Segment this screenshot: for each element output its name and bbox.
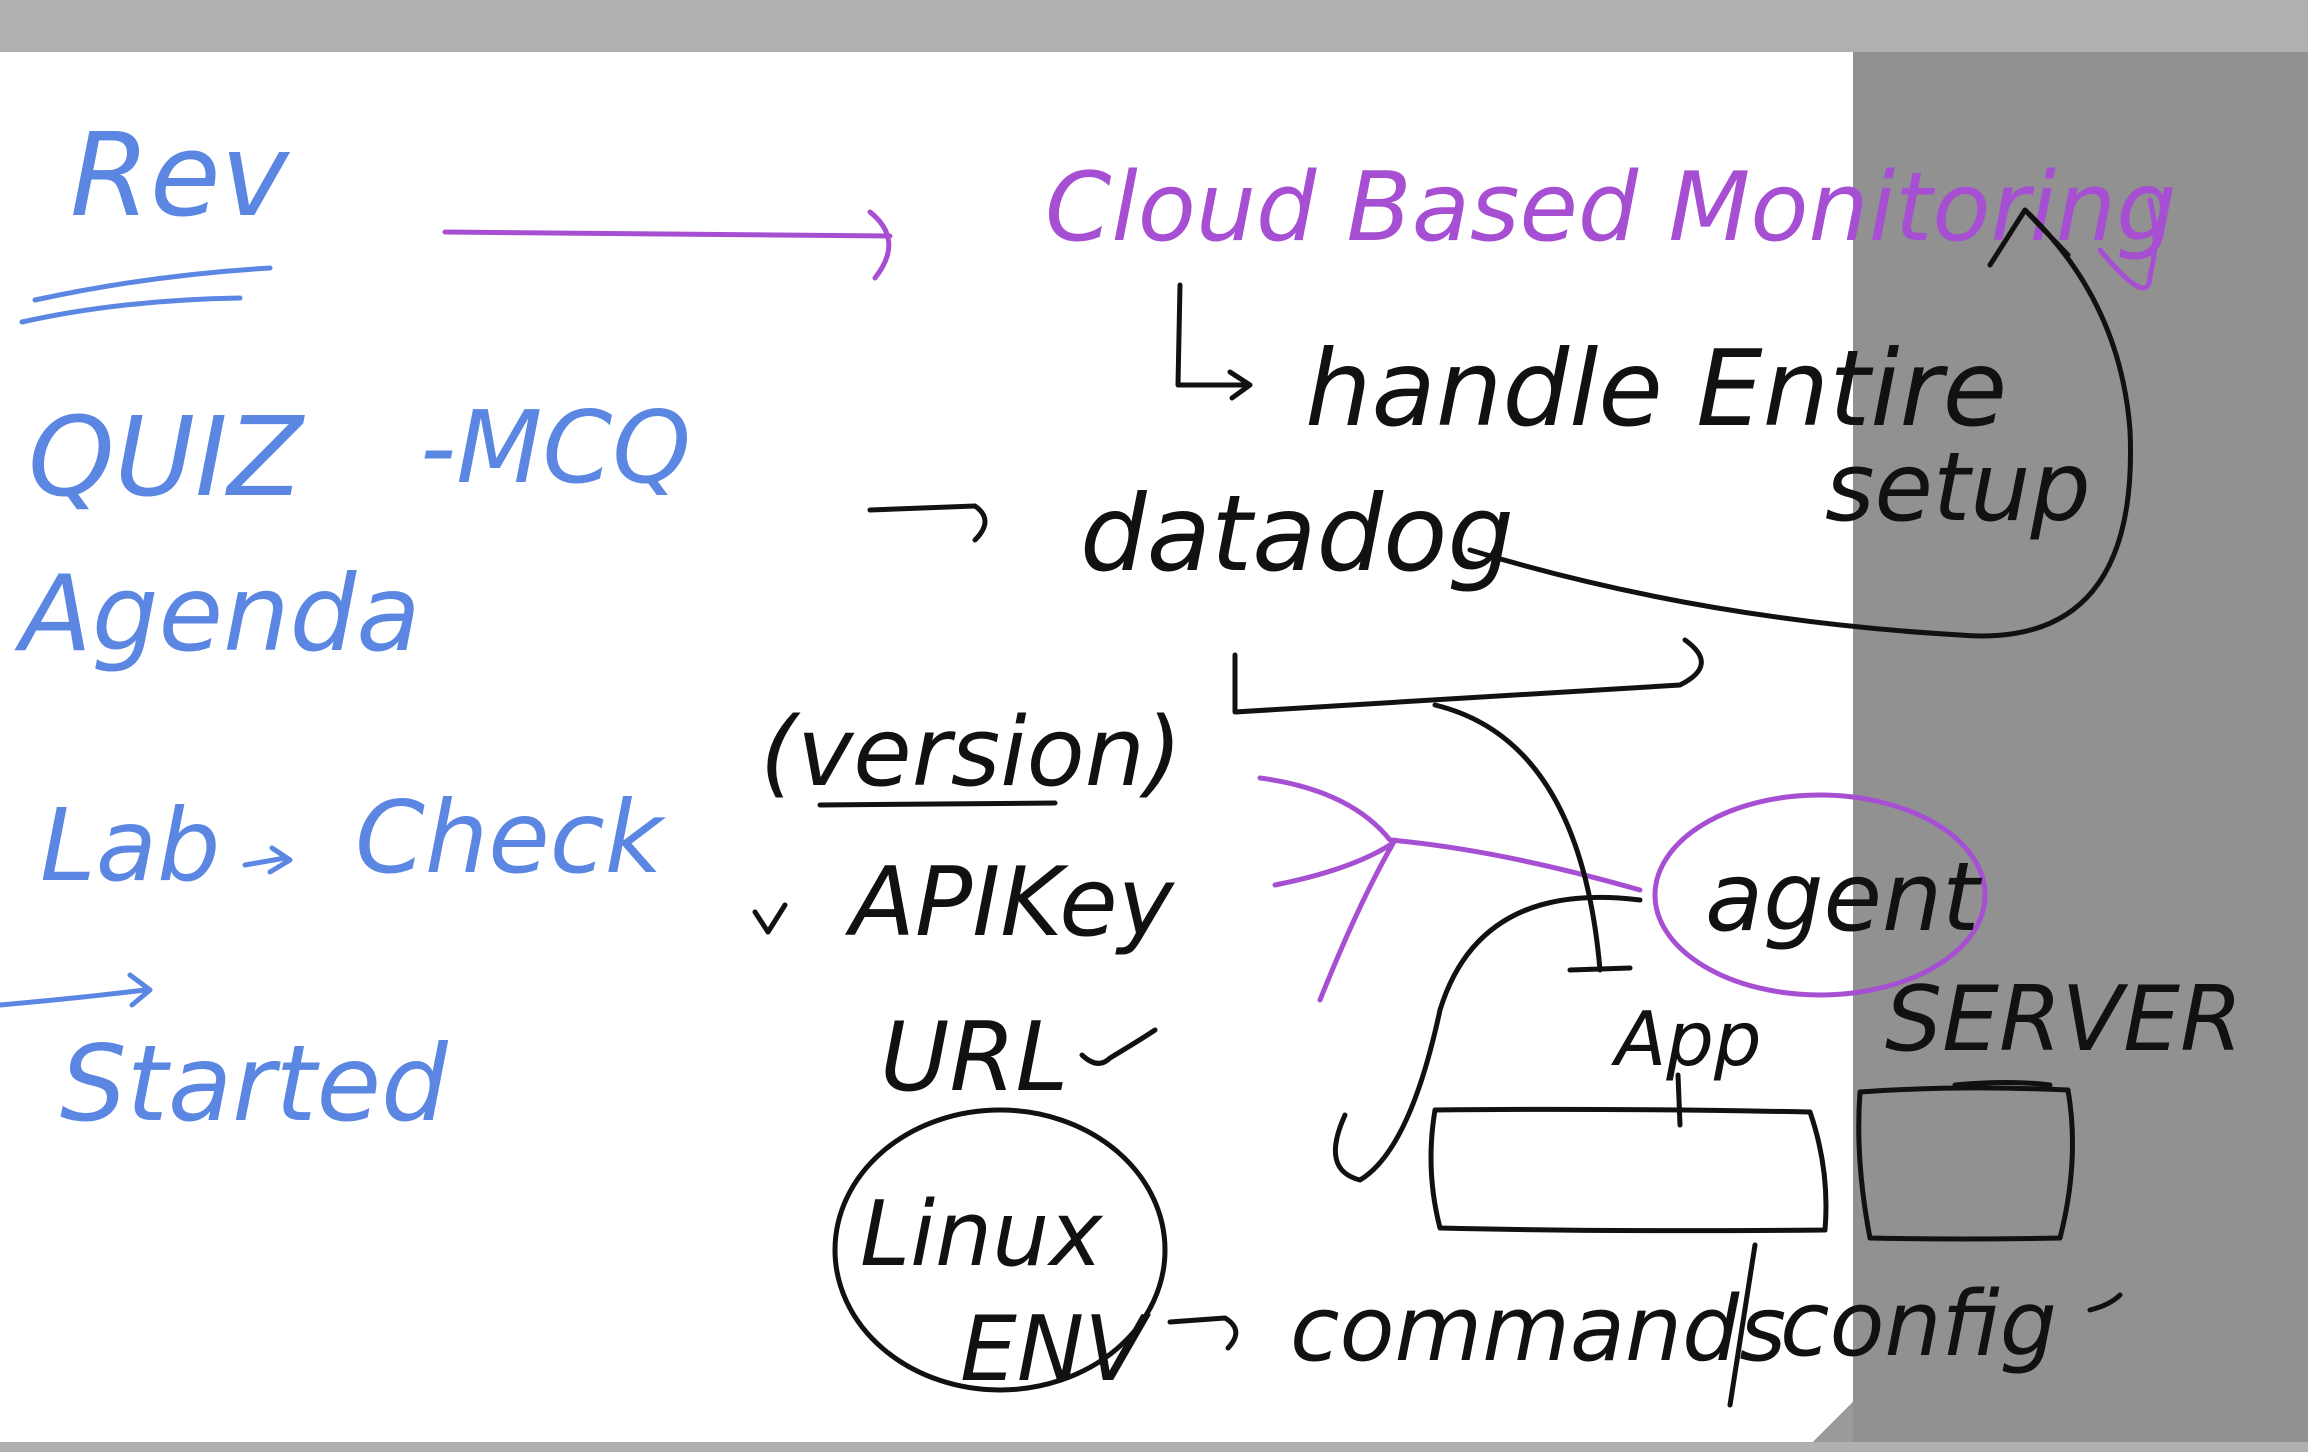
app-tick-line bbox=[1675, 1072, 1683, 1128]
note-config: config bbox=[1780, 1272, 2057, 1377]
agent-loop-curve bbox=[1332, 894, 1643, 1183]
note-cloud-based-monitoring: Cloud Based Monitoring bbox=[1045, 153, 2176, 263]
note-agenda: Agenda bbox=[14, 553, 421, 675]
datadog-bracket bbox=[1232, 637, 1704, 715]
canvas-offpage-shade bbox=[1853, 52, 2308, 1442]
rev-to-cloud-arrow bbox=[442, 209, 893, 281]
note-quiz: QUIZ bbox=[28, 393, 306, 521]
datadog-to-monitoring-curve bbox=[1467, 207, 2134, 639]
note-env: ENV bbox=[960, 1297, 1151, 1402]
env-arrow bbox=[1167, 1315, 1239, 1351]
note-datadog: datadog bbox=[1080, 473, 1514, 595]
url-tick bbox=[1079, 1027, 1158, 1066]
note-lab: Lab bbox=[40, 787, 220, 904]
rev-underline-2 bbox=[19, 295, 243, 325]
note-started: Started bbox=[60, 1023, 449, 1145]
config-tick bbox=[2087, 1292, 2123, 1313]
server-box-top bbox=[1952, 1080, 2053, 1088]
commands-config-slash bbox=[1727, 1242, 1758, 1408]
note-apikey: APIKey bbox=[844, 848, 1176, 958]
note-setup: setup bbox=[1825, 433, 2091, 543]
rev-underline-1 bbox=[32, 265, 273, 303]
app-box bbox=[1428, 1106, 1829, 1234]
note-commands: commands bbox=[1290, 1277, 1786, 1382]
datadog-arrow bbox=[867, 503, 988, 543]
note-mcq: -MCQ bbox=[420, 389, 691, 506]
note-app: App bbox=[1611, 995, 1762, 1083]
lab-arrow bbox=[242, 845, 293, 875]
handle-branch-arrow bbox=[1175, 282, 1253, 401]
bottom-frame-bar bbox=[0, 1442, 2308, 1452]
server-box bbox=[1856, 1085, 2075, 1242]
version-underline bbox=[817, 800, 1058, 808]
agent-circle bbox=[1652, 792, 1988, 998]
note-version: (version) bbox=[760, 698, 1182, 808]
note-rev: Rev bbox=[70, 109, 291, 243]
note-check: Check bbox=[355, 779, 667, 896]
resize-grip[interactable] bbox=[1813, 1402, 1853, 1442]
linux-env-circle bbox=[832, 1107, 1168, 1393]
apikey-tick bbox=[752, 902, 788, 935]
bracket-to-app-line bbox=[1432, 702, 1633, 973]
note-url: URL bbox=[880, 1003, 1068, 1113]
note-linux: Linux bbox=[860, 1182, 1104, 1287]
note-handle-entire: handle Entire bbox=[1305, 328, 2007, 450]
note-server: SERVER bbox=[1885, 967, 2243, 1072]
apikey-to-agent-line bbox=[1272, 842, 1393, 888]
monitoring-tail bbox=[2097, 197, 2158, 291]
url-to-agent-line bbox=[1317, 837, 1398, 1003]
started-arrow bbox=[0, 972, 153, 1008]
whiteboard-canvas[interactable] bbox=[0, 52, 1853, 1442]
top-frame-bar bbox=[0, 0, 2308, 52]
note-agent: agent bbox=[1705, 843, 1983, 953]
